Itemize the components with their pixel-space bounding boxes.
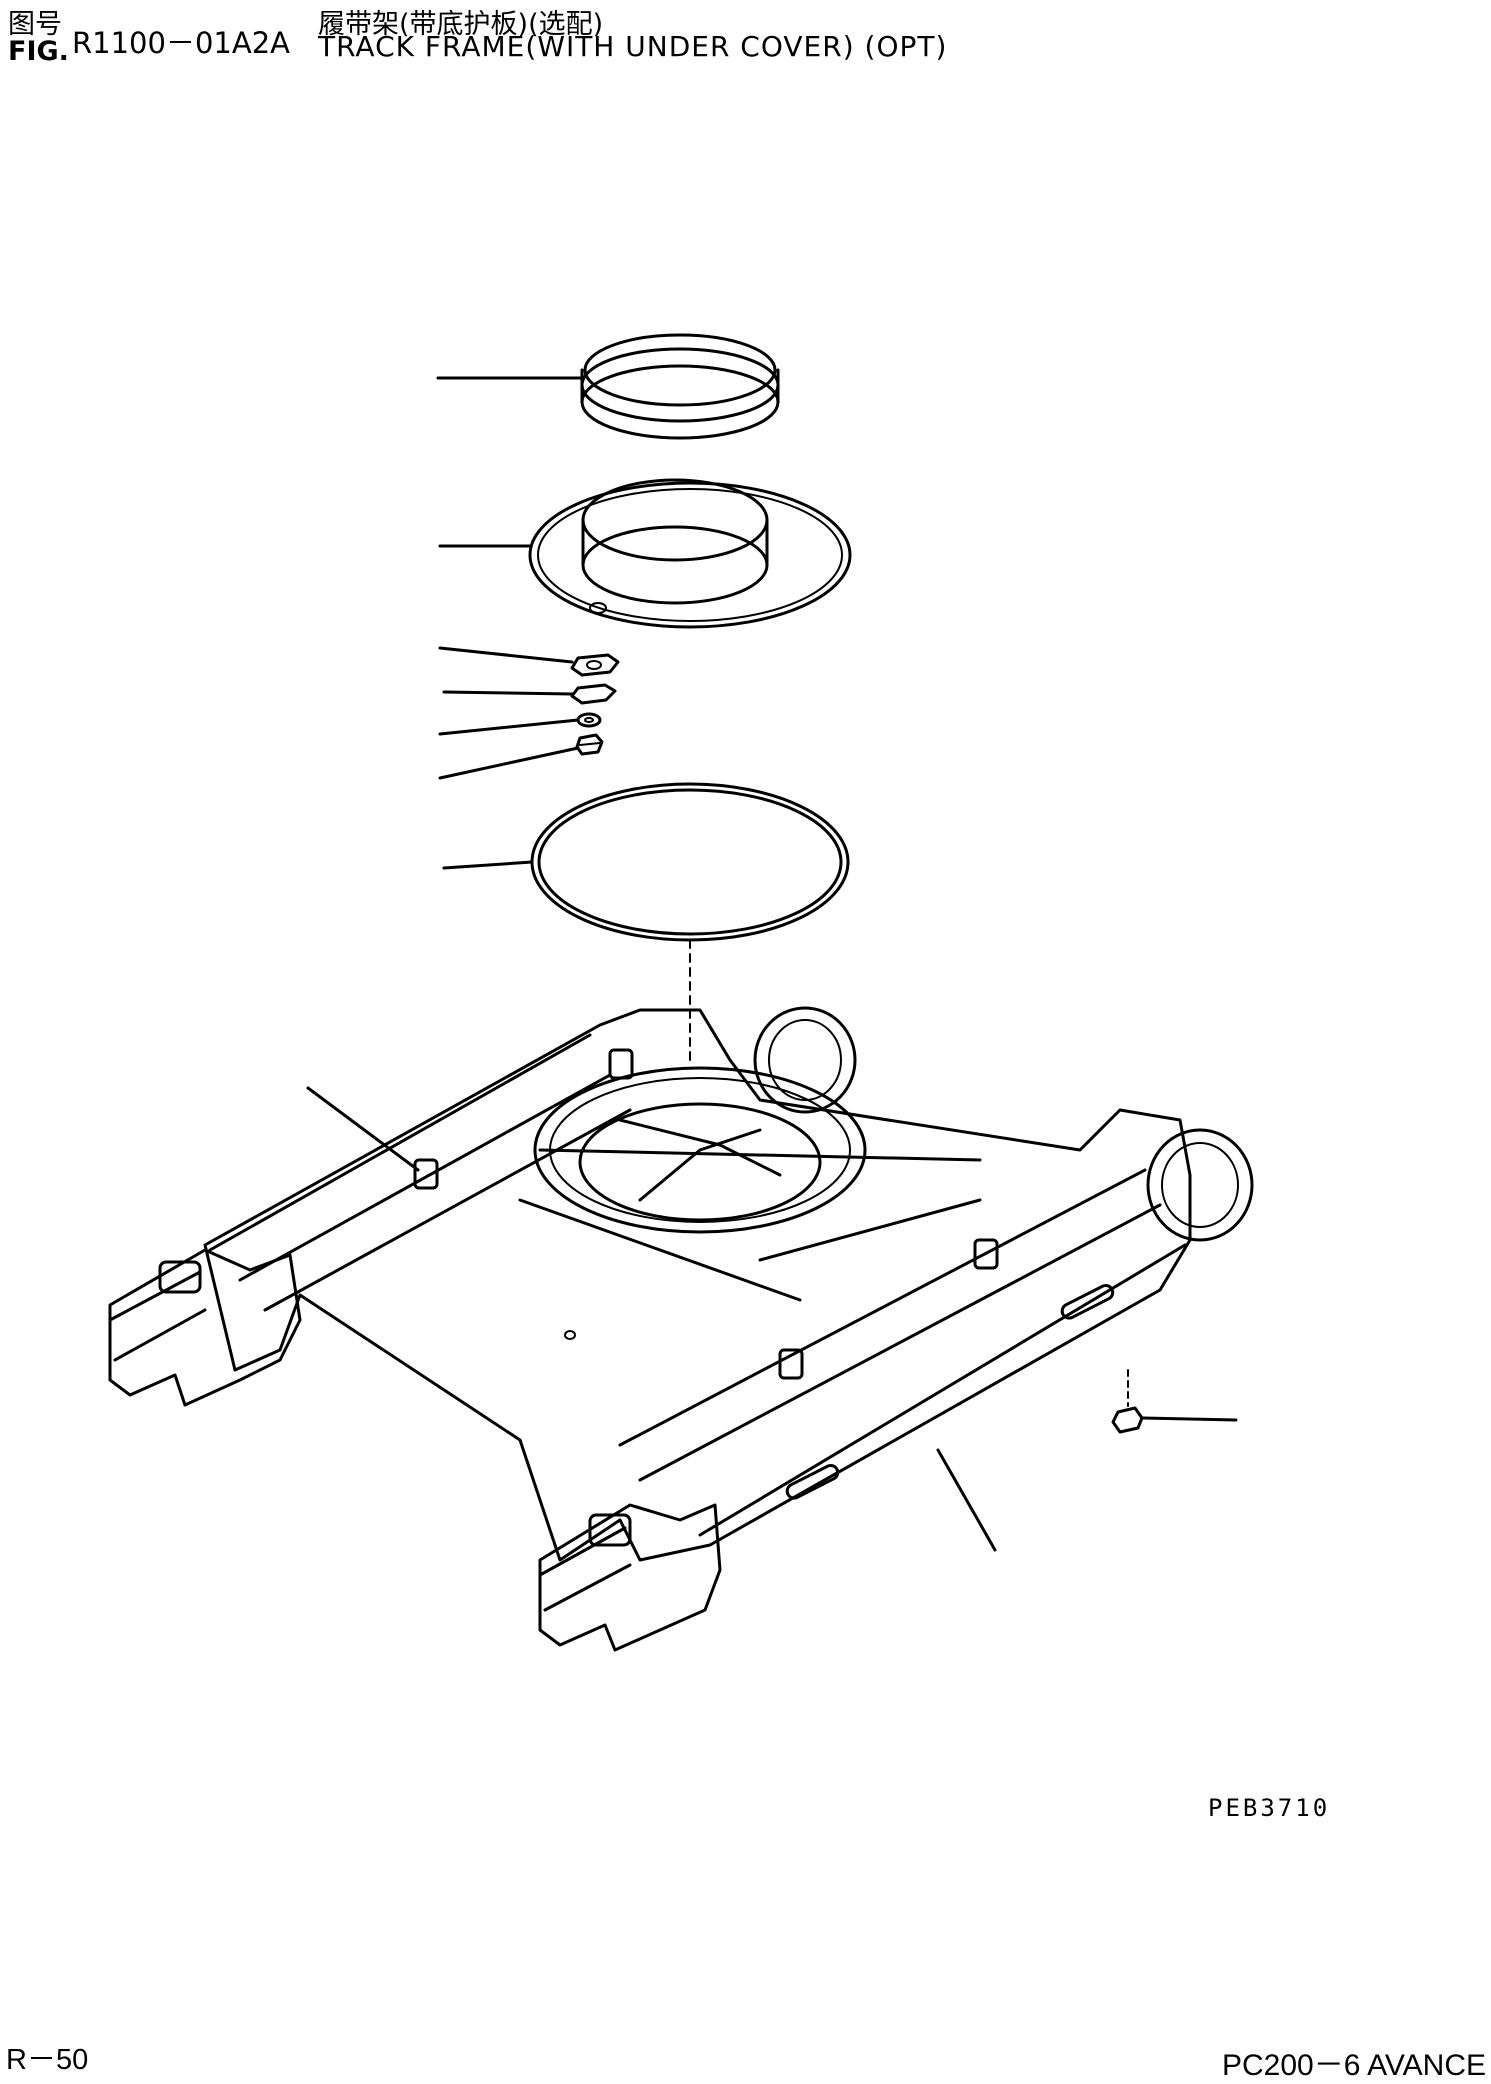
- title-english: TRACK FRAME(WITH UNDER COVER) (OPT): [318, 30, 948, 63]
- leader-line: [936, 1448, 997, 1552]
- leader-line: [438, 718, 580, 736]
- washer-part[interactable]: [576, 712, 602, 728]
- shim-plate-part[interactable]: [570, 683, 617, 705]
- leader-lines: [306, 376, 1238, 1552]
- leader-line: [442, 690, 574, 696]
- clamp-plate-part[interactable]: [570, 653, 620, 677]
- leader-line: [438, 646, 574, 664]
- figure-label-en: FIG.: [8, 36, 69, 67]
- machine-model: PC200－6 AVANCE: [1222, 2049, 1487, 2082]
- seal-ring-part[interactable]: [580, 333, 780, 440]
- title-chinese: 履带架(带底护板)(选配): [318, 9, 604, 40]
- figure-number: R1100－01A2A: [72, 26, 290, 60]
- nut-part[interactable]: [575, 733, 604, 756]
- illustration-code: PEB3710: [1208, 1794, 1331, 1822]
- cover-flange-part[interactable]: [528, 478, 852, 629]
- leader-line: [1140, 1416, 1238, 1422]
- figure-label-zh: 图号: [8, 9, 62, 40]
- leader-line: [442, 860, 534, 870]
- track-frame-part[interactable]: [108, 1006, 1254, 1652]
- bolt-part[interactable]: [1111, 1369, 1144, 1434]
- o-ring-part[interactable]: [530, 782, 850, 942]
- leader-line: [438, 746, 580, 780]
- page-number: R－50: [6, 2044, 89, 2076]
- leader-line: [306, 1086, 420, 1172]
